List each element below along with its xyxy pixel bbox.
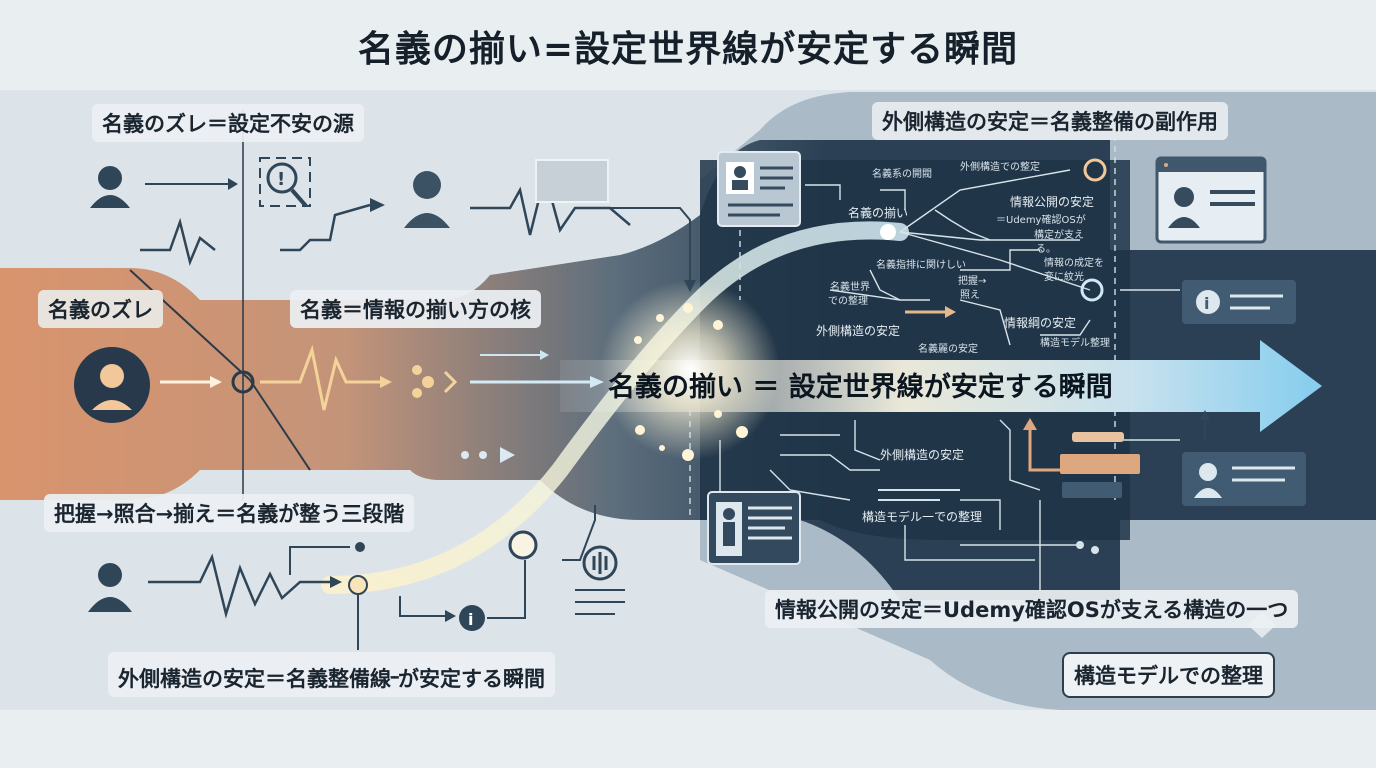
diagram-text: 外側構造の安定: [816, 324, 901, 338]
diagram-text: 構定が支え: [1034, 230, 1084, 241]
label-three-stages: 把握→照合→揃え＝名義が整う三段階: [44, 494, 415, 532]
diagram-text: る。: [1036, 244, 1056, 255]
diagram-text: 外側構造の安定: [880, 448, 965, 462]
label-structure-model: 構造モデルでの整理: [1062, 652, 1275, 698]
diagram-text: 名義系の開閥: [872, 169, 932, 180]
label-outer-structure-right: 外側構造の安定＝名義整備の副作用: [872, 102, 1228, 140]
diagram-text: 構造モデル一での整理: [862, 510, 983, 524]
svg-text:i: i: [1204, 294, 1209, 313]
diagram-text: での整理: [828, 296, 868, 307]
diagram-text: 名義指排に関けしい: [876, 260, 966, 271]
main-arrow-label: 名義の揃い ＝ 設定世界線が安定する瞬間: [608, 372, 1113, 403]
diagram-text: 外側構造での整定: [960, 162, 1040, 173]
label-nominal-core: 名義＝情報の揃い方の核: [290, 290, 541, 328]
label-outer-structure-left: 外側構造の安定＝名義整備線᠊᠊が安定する瞬間: [108, 652, 556, 697]
page-title: 名義の揃い=設定世界線が安定する瞬間: [357, 29, 1019, 70]
diagram-text: ＝Udemy確認OSが: [996, 215, 1086, 226]
label-nominal-gap: 名義のズレ: [38, 290, 163, 328]
diagram-text: 名義麗の安定: [918, 344, 978, 355]
diagram-text: 名義の揃い: [848, 206, 909, 220]
label-nominal-gap-anxiety: 名義のズレ＝設定不安の源: [92, 104, 364, 142]
diagram-text: 照え: [960, 290, 980, 301]
diagram-text: 情報公開の安定: [1010, 195, 1095, 209]
diagram-text: 名義世界: [830, 282, 870, 293]
svg-text:!: !: [277, 169, 285, 190]
diagram-text: 情報の成定を: [1044, 258, 1104, 269]
diagram-text: 構造モデル整理: [1040, 338, 1110, 349]
diagram-text: 把握→: [958, 276, 987, 287]
svg-text:i: i: [468, 610, 473, 629]
label-info-publication: 情報公開の安定＝Udemy確認OSが支える構造の一つ: [765, 590, 1299, 628]
diagram-text: 情報綱の安定: [1004, 316, 1077, 330]
diagram-text: 変に紋光: [1044, 272, 1084, 283]
